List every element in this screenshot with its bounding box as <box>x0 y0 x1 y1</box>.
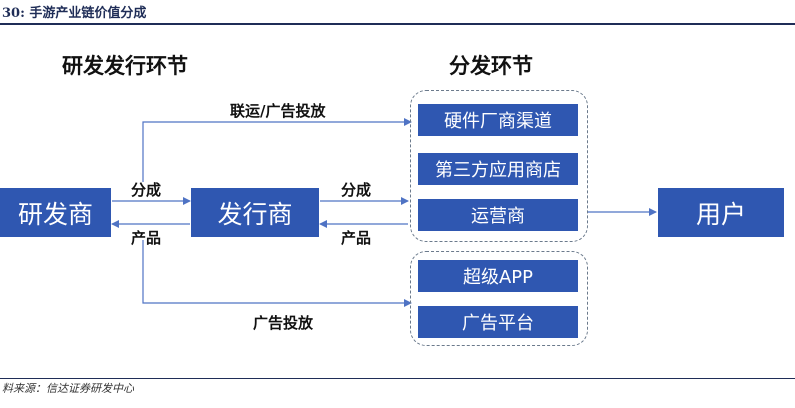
label-dist-to-pub: 产品 <box>341 229 372 247</box>
node-developer: 研发商 <box>0 188 111 237</box>
group-distribution-channels <box>410 90 588 242</box>
source-note: 料来源：信达证券研发中心 <box>2 382 134 395</box>
section-title-distribution: 分发环节 <box>449 54 533 78</box>
node-ad-platform: 广告平台 <box>418 306 578 338</box>
top-rule <box>0 23 795 25</box>
group-traffic-platforms <box>410 251 588 346</box>
label-joint-ops: 联运/广告投放 <box>230 102 326 120</box>
node-third-party-store: 第三方应用商店 <box>418 153 578 185</box>
section-title-dev-publish: 研发发行环节 <box>62 54 188 78</box>
label-ad-placement: 广告投放 <box>253 314 314 332</box>
arrow-joint-ops <box>142 118 412 182</box>
label-pub-to-dev: 产品 <box>131 229 162 247</box>
node-operator: 运营商 <box>418 199 578 231</box>
arrow-ad-placement <box>142 240 412 307</box>
node-publisher: 发行商 <box>191 188 319 237</box>
figure-title: 30: 手游产业链价值分成 <box>2 6 147 21</box>
bottom-rule <box>0 378 795 379</box>
label-dev-to-pub: 分成 <box>131 181 162 199</box>
node-super-app: 超级APP <box>418 260 578 292</box>
label-pub-to-dist: 分成 <box>341 181 372 199</box>
node-user: 用户 <box>658 188 784 237</box>
node-hardware-channel: 硬件厂商渠道 <box>418 104 578 136</box>
